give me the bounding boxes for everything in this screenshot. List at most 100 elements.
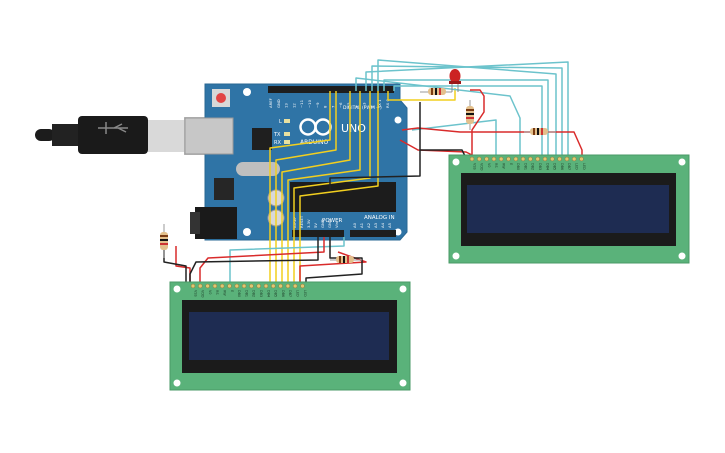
wire-cyan-7: [229, 237, 345, 284]
lcd-pin-label: DB2: [531, 163, 535, 170]
lcd-pin-pad[interactable]: [285, 283, 291, 289]
digital-header: [268, 86, 394, 93]
lcd-pin-pad[interactable]: [219, 283, 225, 289]
lcd-pin-pad[interactable]: [542, 156, 548, 162]
lcd-pin-label: LED: [582, 163, 586, 170]
resistor-left-horizontal: [330, 256, 362, 263]
wire-black-2: [189, 237, 319, 284]
reset-button[interactable]: [212, 89, 230, 107]
pin-label: GND: [276, 99, 281, 108]
lcd-pin-pad[interactable]: [300, 283, 305, 289]
lcd-pin-label: DB4: [266, 290, 270, 297]
lcd-pin-pad[interactable]: [484, 156, 489, 162]
lcd-pin-pad[interactable]: [564, 156, 570, 162]
lcd-right-screen: [467, 185, 669, 233]
lcd-pin-pad[interactable]: [227, 283, 232, 289]
lcd-pin-pad[interactable]: [234, 283, 240, 289]
digital-label: DIGITAL (PWM ~): [343, 105, 382, 111]
lcd-pin-pad[interactable]: [520, 156, 526, 162]
lcd-pin-label: DB0: [237, 290, 241, 297]
lcd-pin-label: DB2: [252, 290, 256, 297]
wire-red-4: [299, 251, 367, 284]
lcd-pin-label: RW: [502, 163, 506, 169]
wire-yellow-4: [287, 91, 361, 290]
lcd-pin-label: DB5: [553, 163, 557, 170]
lcd-pin-pad[interactable]: [241, 283, 247, 289]
resistor-right-vertical: [466, 100, 474, 130]
lcd-pin-label: DB3: [259, 290, 263, 297]
lcd-pin-label: V0: [208, 290, 212, 294]
arduino-model: UNO: [341, 122, 366, 135]
lcd-pin-pad[interactable]: [212, 283, 218, 289]
pin-label: TX 1: [377, 99, 382, 109]
lcd-pin-label: RS: [494, 163, 498, 168]
lcd-pin-pad[interactable]: [557, 156, 562, 162]
pin-label: 2: [369, 105, 374, 108]
wire-black-1: [305, 237, 363, 284]
lcd-pin-pad[interactable]: [198, 283, 203, 289]
lcd-pin-pad[interactable]: [271, 283, 276, 289]
pin-label: A1: [359, 222, 364, 228]
lcd-pin-label: DB1: [523, 163, 527, 170]
lcd-pin-label: DB6: [560, 163, 564, 170]
lcd-pin-label: E: [230, 290, 234, 292]
pin-label: 8: [323, 105, 328, 108]
lcd-left-screen: [189, 312, 389, 360]
analog-header: [350, 230, 396, 237]
pin-label: GND: [327, 219, 332, 228]
pin-label: A5: [387, 222, 392, 228]
pin-label: RESET: [299, 215, 304, 228]
pin-label: AREF: [268, 98, 273, 108]
pin-label: A0: [352, 222, 357, 228]
lcd-pin-label: DB1: [244, 290, 248, 297]
pin-label: ~5: [346, 102, 351, 108]
lcd-pin-pad[interactable]: [292, 283, 298, 289]
lcd-pin-label: DB7: [288, 290, 292, 297]
lcd-pin-pad[interactable]: [535, 156, 540, 162]
lcd-pin-label: E: [509, 163, 513, 165]
lcd-pin-pad[interactable]: [263, 283, 269, 289]
lcd-pin-pad[interactable]: [506, 156, 511, 162]
pin-label: A3: [373, 222, 378, 228]
resistor-right-horizontal: [524, 128, 556, 135]
wire-yellow-1: [269, 91, 331, 290]
lcd-pin-pad[interactable]: [249, 283, 254, 289]
wire-yellow-6: [299, 91, 379, 290]
lcd-pin-label: VSS: [193, 290, 197, 297]
lcd-pin-pad[interactable]: [477, 156, 482, 162]
pin-label: Vin: [334, 221, 339, 228]
lcd-pin-pad[interactable]: [190, 283, 196, 289]
lcd-pin-pad[interactable]: [513, 156, 519, 162]
power-label: POWER: [322, 218, 343, 224]
pin-label: RX 0: [385, 99, 390, 108]
lcd-pin-label: DB0: [516, 163, 520, 170]
lcd-pin-pad[interactable]: [278, 283, 283, 289]
wire-yellow-5: [293, 91, 371, 290]
wire-cyan-5: [393, 85, 543, 158]
lcd-pin-pad[interactable]: [571, 156, 577, 162]
pin-label: 12: [291, 103, 296, 108]
lcd-pin-label: DB3: [538, 163, 542, 170]
lcd-pin-pad[interactable]: [469, 156, 475, 162]
lcd-pin-pad[interactable]: [528, 156, 533, 162]
lcd-pin-pad[interactable]: [579, 156, 584, 162]
lcd-pin-pad[interactable]: [491, 156, 497, 162]
analog-label: ANALOG IN: [364, 215, 395, 221]
led-label-tx: TX: [273, 132, 281, 138]
pin-label: ~6: [338, 102, 343, 108]
wire-red-3: [199, 237, 325, 284]
resistors: [160, 88, 556, 263]
lcd-pin-pad[interactable]: [205, 283, 210, 289]
red-led: [449, 69, 461, 92]
lcd-pin-pad[interactable]: [550, 156, 555, 162]
lcd-pin-pad[interactable]: [256, 283, 261, 289]
lcd-pin-pad[interactable]: [498, 156, 504, 162]
lcd-pin-label: DB5: [274, 290, 278, 297]
power-header: [292, 230, 344, 237]
pin-label: 5V: [313, 223, 318, 228]
pin-label: A4: [380, 222, 385, 228]
